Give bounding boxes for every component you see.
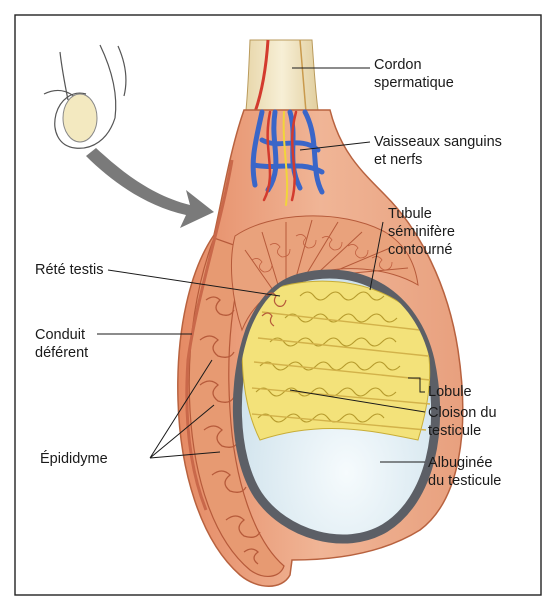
- label-cloison-testicule: Cloison du testicule: [428, 404, 497, 440]
- label-rete-testis: Rété testis: [35, 261, 104, 279]
- label-line: Épididyme: [40, 450, 108, 468]
- label-line: du testicule: [428, 472, 501, 490]
- label-line: séminifère: [388, 223, 455, 241]
- inset-testis: [63, 94, 97, 142]
- label-cordon-spermatique: Cordon spermatique: [374, 56, 454, 92]
- label-line: Albuginée: [428, 454, 501, 472]
- label-vaisseaux-nerfs: Vaisseaux sanguins et nerfs: [374, 133, 502, 169]
- label-line: Cloison du: [428, 404, 497, 422]
- label-line: et nerfs: [374, 151, 502, 169]
- label-line: spermatique: [374, 74, 454, 92]
- label-albuginee: Albuginée du testicule: [428, 454, 501, 490]
- label-line: Lobule: [428, 383, 472, 401]
- label-line: Conduit: [35, 326, 88, 344]
- label-lobule: Lobule: [428, 383, 472, 401]
- spermatic-cord: [246, 40, 318, 110]
- label-line: Cordon: [374, 56, 454, 74]
- label-line: déférent: [35, 344, 88, 362]
- label-line: contourné: [388, 241, 455, 259]
- label-line: Rété testis: [35, 261, 104, 279]
- label-conduit-deferent: Conduit déférent: [35, 326, 88, 362]
- label-tubule-seminifere: Tubule séminifère contourné: [388, 205, 455, 259]
- label-line: Vaisseaux sanguins: [374, 133, 502, 151]
- label-line: Tubule: [388, 205, 455, 223]
- label-epididyme: Épididyme: [40, 450, 108, 468]
- pointer-arrow: [86, 148, 214, 228]
- label-line: testicule: [428, 422, 497, 440]
